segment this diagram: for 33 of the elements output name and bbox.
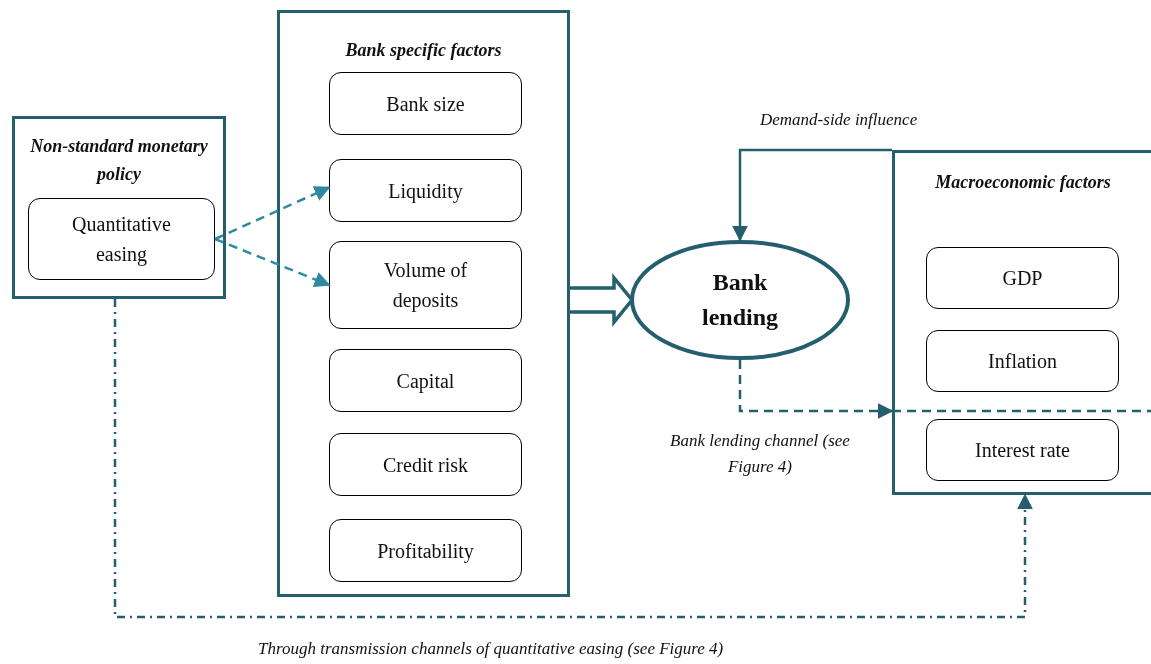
group-box: [892, 150, 1151, 495]
node-label: Bank lending: [701, 268, 779, 332]
factor-box: [329, 72, 522, 135]
group-title: Macroeconomic factors: [934, 171, 1112, 194]
node-label: Capital: [396, 368, 455, 395]
arrow: [113, 299, 1033, 619]
factor-box: [329, 349, 522, 412]
group-title: Bank specific factors: [344, 39, 503, 62]
factor-box: [329, 519, 522, 582]
node-label: GDP: [1002, 266, 1043, 291]
factor-box: [926, 247, 1119, 309]
node-label: Bank size: [386, 91, 465, 117]
factor-box: [926, 330, 1119, 392]
node-label: Volume of deposits: [382, 258, 469, 314]
group-box: [277, 10, 570, 597]
factor-box: [329, 159, 522, 222]
arrow: [214, 186, 331, 241]
node-label: Quantitative easing: [71, 212, 172, 268]
arrow: [738, 360, 894, 419]
arrow: [732, 148, 892, 242]
factor-box: [926, 419, 1119, 481]
node-label: Profitability: [377, 538, 474, 565]
group-title: Non-standard monetary policy: [29, 135, 209, 186]
node-label: Inflation: [988, 349, 1057, 374]
factor-box: [329, 433, 522, 496]
arrow: [214, 237, 331, 288]
group-box: [12, 116, 226, 299]
node-label: Interest rate: [975, 438, 1070, 463]
factor-box: [28, 198, 215, 280]
node-label: Credit risk: [383, 452, 468, 478]
node-label: Liquidity: [388, 178, 463, 205]
ellipse-node: [630, 240, 850, 360]
factor-box: [329, 241, 522, 329]
